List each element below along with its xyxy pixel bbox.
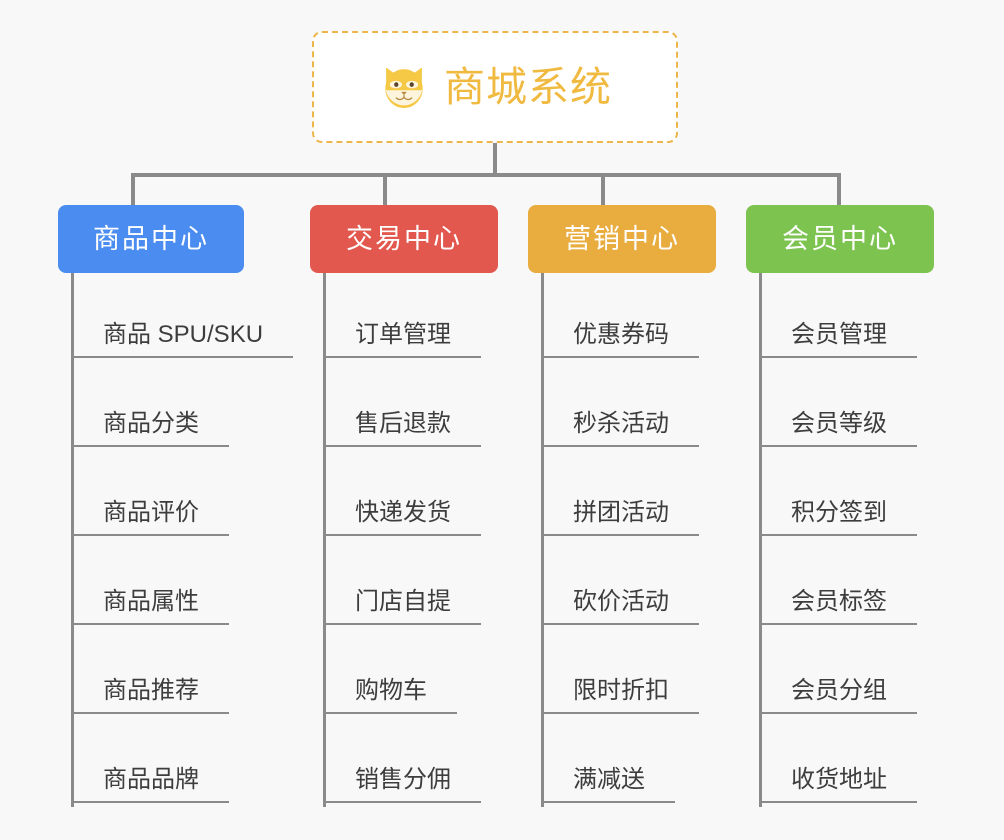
leaf-label: 购物车 [355,676,427,704]
leaf-label: 销售分佣 [355,765,451,793]
category-box-3[interactable]: 营销中心 [528,205,716,273]
leaf-item[interactable]: 会员等级 [761,362,934,451]
leaf-list-1: 商品 SPU/SKU 商品分类 商品评价 商品属性 商品推荐 商品品牌 [58,273,294,807]
connector-drop-3 [601,173,605,207]
leaf-label: 商品 SPU/SKU [103,320,264,348]
leaf-label: 门店自提 [355,587,451,615]
leaf-item[interactable]: 砍价活动 [543,540,716,629]
leaf-item[interactable]: 满减送 [543,718,716,807]
leaf-label: 会员等级 [791,409,887,437]
category-label-2: 交易中心 [346,223,462,254]
connector-drop-1 [131,173,135,207]
leaf-label: 商品属性 [103,587,199,615]
leaf-label: 商品分类 [103,409,199,437]
leaf-spine-2 [323,273,326,807]
leaf-item[interactable]: 快递发货 [325,451,498,540]
category-column-4: 会员中心 会员管理 会员等级 积分签到 会员标签 会员分组 收货地址 [746,205,934,807]
leaf-label: 会员管理 [791,320,887,348]
leaf-item[interactable]: 会员管理 [761,273,934,362]
leaf-label: 订单管理 [355,320,451,348]
leaf-label: 砍价活动 [573,587,669,615]
leaf-list-2: 订单管理 售后退款 快递发货 门店自提 购物车 销售分佣 [310,273,498,807]
category-box-2[interactable]: 交易中心 [310,205,498,273]
connector-root-stem [493,143,497,176]
leaf-item[interactable]: 订单管理 [325,273,498,362]
root-title: 商城系统 [444,63,612,110]
leaf-item[interactable]: 会员分组 [761,629,934,718]
leaf-item[interactable]: 销售分佣 [325,718,498,807]
leaf-label: 快递发货 [355,498,451,526]
leaf-item[interactable]: 限时折扣 [543,629,716,718]
leaf-item[interactable]: 商品属性 [73,540,293,629]
leaf-item[interactable]: 门店自提 [325,540,498,629]
leaf-label: 收货地址 [791,765,887,793]
leaf-item[interactable]: 售后退款 [325,362,498,451]
leaf-label: 会员分组 [791,676,887,704]
root-node-mall-system[interactable]: 商城系统 [312,31,678,143]
leaf-item[interactable]: 商品评价 [73,451,293,540]
leaf-item[interactable]: 秒杀活动 [543,362,716,451]
leaf-label: 限时折扣 [573,676,669,704]
leaf-label: 积分签到 [791,498,887,526]
leaf-label: 会员标签 [791,587,887,615]
leaf-label: 秒杀活动 [573,409,669,437]
leaf-item[interactable]: 商品 SPU/SKU [73,273,294,362]
shiba-dog-face-icon [385,67,423,109]
leaf-label: 商品品牌 [103,765,199,793]
category-box-1[interactable]: 商品中心 [58,205,244,273]
leaf-spine-1 [71,273,74,807]
leaf-item[interactable]: 商品品牌 [73,718,293,807]
category-label-4: 会员中心 [782,223,898,254]
leaf-item[interactable]: 积分签到 [761,451,934,540]
category-column-1: 商品中心 商品 SPU/SKU 商品分类 商品评价 商品属性 商品推荐 商品品牌 [58,205,294,807]
leaf-item[interactable]: 购物车 [325,629,498,718]
leaf-item[interactable]: 商品推荐 [73,629,293,718]
category-column-3: 营销中心 优惠券码 秒杀活动 拼团活动 砍价活动 限时折扣 满减送 [528,205,716,807]
category-column-2: 交易中心 订单管理 售后退款 快递发货 门店自提 购物车 销售分佣 [310,205,498,807]
leaf-label: 商品评价 [103,498,199,526]
connector-drop-4 [837,173,841,207]
leaf-item[interactable]: 会员标签 [761,540,934,629]
leaf-spine-4 [759,273,762,807]
connector-drop-2 [383,173,387,207]
category-label-1: 商品中心 [93,223,209,254]
leaf-item[interactable]: 收货地址 [761,718,934,807]
leaf-label: 满减送 [573,765,645,793]
leaf-list-3: 优惠券码 秒杀活动 拼团活动 砍价活动 限时折扣 满减送 [528,273,716,807]
leaf-label: 拼团活动 [573,498,669,526]
leaf-label: 商品推荐 [103,676,199,704]
leaf-spine-3 [541,273,544,807]
category-label-3: 营销中心 [564,223,680,254]
leaf-label: 售后退款 [355,409,451,437]
leaf-label: 优惠券码 [573,320,669,348]
leaf-item[interactable]: 拼团活动 [543,451,716,540]
leaf-item[interactable]: 商品分类 [73,362,293,451]
category-box-4[interactable]: 会员中心 [746,205,934,273]
leaf-item[interactable]: 优惠券码 [543,273,716,362]
leaf-list-4: 会员管理 会员等级 积分签到 会员标签 会员分组 收货地址 [746,273,934,807]
connector-horizontal-bus [131,173,841,177]
